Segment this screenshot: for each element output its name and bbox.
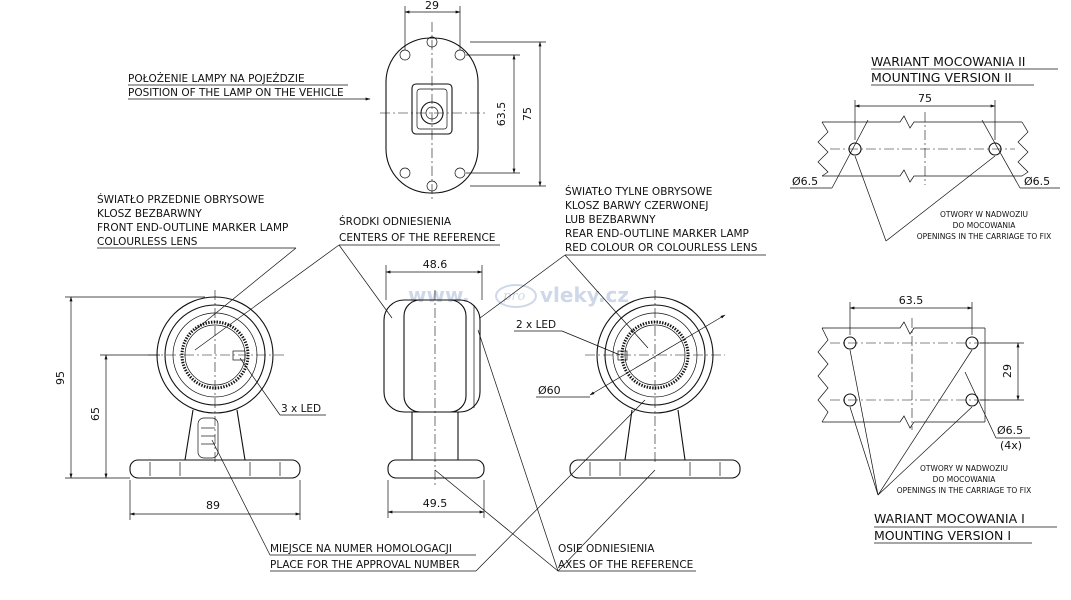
- variant1-hole-count: (4x): [1000, 439, 1022, 452]
- watermark-pro-oval: [495, 284, 537, 308]
- variant2-hole-left: Ø6.5: [792, 175, 818, 188]
- variant1-title-en: MOUNTING VERSION I: [874, 528, 1011, 543]
- watermark: www. pro vleky.cz: [408, 283, 629, 308]
- variant1-note3: OPENINGS IN THE CARRIAGE TO FIX: [897, 486, 1032, 495]
- axes-ref-label: OSIE ODNIESIENIA AXES OF THE REFERENCE: [434, 329, 696, 572]
- dim-top-holes: 63.5: [495, 102, 508, 127]
- homologation-line2: PLACE FOR THE APPROVAL NUMBER: [270, 559, 460, 571]
- variant2-title-pl: WARIANT MOCOWANIA II: [871, 54, 1025, 69]
- front-lamp-line4: COLOURLESS LENS: [97, 236, 198, 248]
- center-ref-line2: CENTERS OF THE REFERENCE: [339, 232, 495, 244]
- rear-lamp-line4: REAR END-OUTLINE MARKER LAMP: [565, 228, 749, 240]
- front-led-label: 3 x LED: [281, 403, 321, 415]
- homologation-line1: MIEJSCE NA NUMER HOMOLOGACJI: [270, 543, 452, 555]
- position-label-en: POSITION OF THE LAMP ON THE VEHICLE: [128, 87, 344, 99]
- top-view: 29 63.5 75: [380, 0, 546, 200]
- variant2-note2: DO MOCOWANIA: [953, 221, 1017, 230]
- variant1-title-pl: WARIANT MOCOWANIA I: [874, 511, 1025, 526]
- dim-top-height: 75: [521, 107, 534, 121]
- mounting-version-1: 63.5 29 Ø6.5 (4x) OTWORY W NADWOZIU DO M…: [817, 294, 1057, 544]
- rear-led-label: 2 x LED: [516, 319, 556, 331]
- variant1-dim-spacing: 63.5: [899, 294, 924, 307]
- variant2-note1: OTWORY W NADWOZIU: [940, 210, 1028, 219]
- dim-top-width: 29: [425, 0, 439, 12]
- variant2-title-en: MOUNTING VERSION II: [871, 70, 1012, 85]
- dim-front-base-width: 89: [206, 499, 220, 512]
- variant1-note2: DO MOCOWANIA: [933, 475, 997, 484]
- dim-rear-diameter: Ø60: [538, 384, 561, 397]
- front-lamp-line1: ŚWIATŁO PRZEDNIE OBRYSOWE: [97, 193, 264, 206]
- rear-lamp-line5: RED COLOUR OR COLOURLESS LENS: [565, 242, 758, 254]
- axes-ref-line1: OSIE ODNIESIENIA: [558, 543, 655, 555]
- watermark-middle: pro: [503, 289, 526, 304]
- mounting-version-2: WARIANT MOCOWANIA II MOUNTING VERSION II…: [790, 54, 1060, 242]
- variant1-hole: Ø6.5: [997, 424, 1023, 437]
- side-view: 48.6 49.5: [383, 258, 485, 518]
- variant1-note1: OTWORY W NADWOZIU: [920, 464, 1008, 473]
- dim-side-top-width: 48.6: [423, 258, 448, 271]
- axes-ref-line2: AXES OF THE REFERENCE: [558, 559, 693, 571]
- dim-front-axis-height: 65: [89, 407, 102, 421]
- homologation-label: MIEJSCE NA NUMER HOMOLOGACJI PLACE FOR T…: [211, 399, 646, 572]
- center-ref-line1: ŚRODKI ODNIESIENIA: [339, 215, 452, 228]
- front-lamp-line2: KLOSZ BEZBARWNY: [97, 208, 202, 220]
- variant2-dim-spacing: 75: [918, 92, 932, 105]
- front-lamp-label: ŚWIATŁO PRZEDNIE OBRYSOWE KLOSZ BEZBARWN…: [97, 193, 297, 331]
- position-label-pl: POŁOŻENIE LAMPY NA POJEŹDZIE: [128, 72, 305, 85]
- rear-lamp-view: Ø60 2 x LED: [514, 290, 741, 479]
- dim-side-base-width: 49.5: [423, 497, 448, 510]
- front-lamp-view: 95 65 89 3 x LED: [54, 290, 326, 520]
- dim-front-total-height: 95: [54, 371, 67, 385]
- rear-lamp-line2: KLOSZ BARWY CZERWONEJ: [565, 200, 708, 212]
- position-label: POŁOŻENIE LAMPY NA POJEŹDZIE POSITION OF…: [128, 72, 371, 101]
- variant2-hole-right: Ø6.5: [1024, 175, 1050, 188]
- variant1-dim-vertical: 29: [1001, 364, 1014, 378]
- variant2-note3: OPENINGS IN THE CARRIAGE TO FIX: [917, 232, 1052, 241]
- rear-lamp-line1: ŚWIATŁO TYLNE OBRYSOWE: [565, 185, 712, 198]
- rear-lamp-line3: LUB BEZBARWNY: [565, 214, 656, 226]
- rear-lamp-label: ŚWIATŁO TYLNE OBRYSOWE KLOSZ BARWY CZERW…: [479, 185, 766, 349]
- center-ref-label: ŚRODKI ODNIESIENIA CENTERS OF THE REFERE…: [194, 215, 500, 351]
- watermark-suffix: vleky.cz: [540, 283, 629, 307]
- front-lamp-line3: FRONT END-OUTLINE MARKER LAMP: [97, 222, 288, 234]
